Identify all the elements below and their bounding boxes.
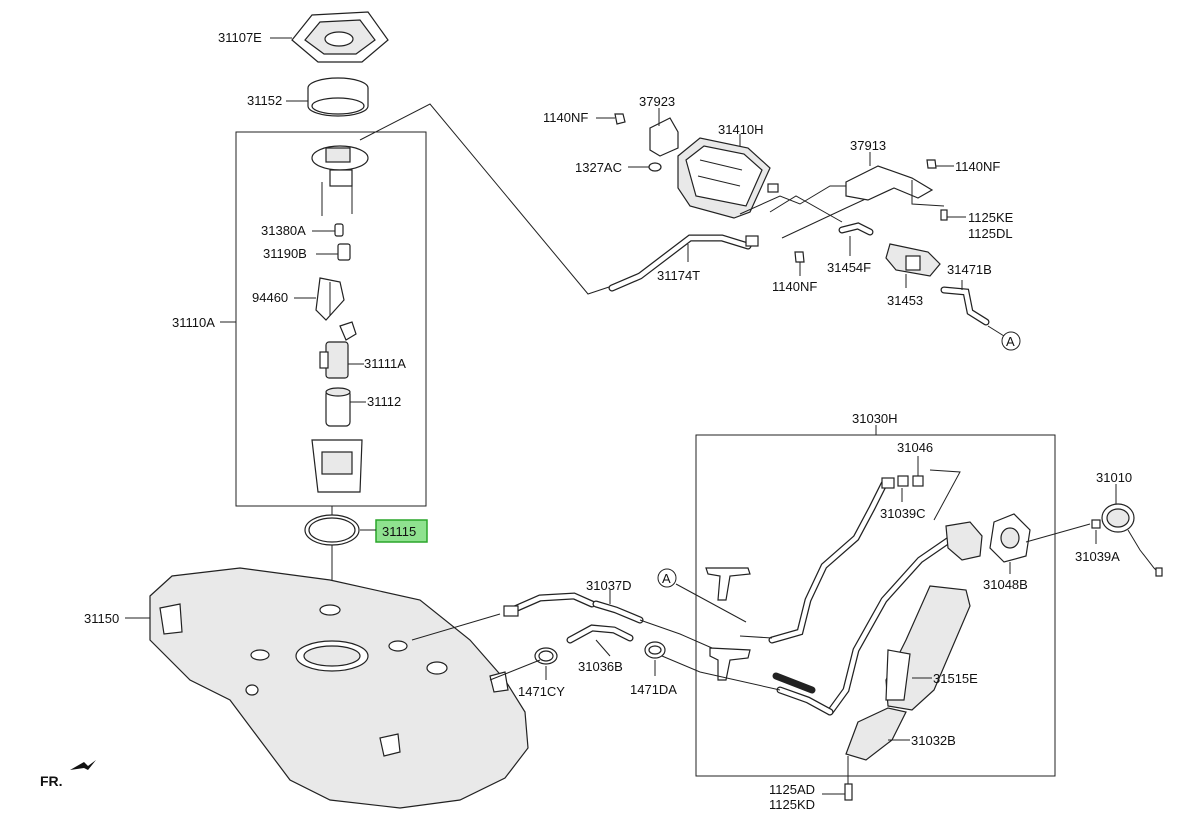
label-31046[interactable]: 31046	[897, 440, 933, 455]
tank-link-a	[411, 613, 501, 641]
part-31032B-bracket[interactable]	[845, 707, 907, 761]
part-hose-bracket-lower[interactable]	[709, 647, 751, 681]
part-31454F-hose[interactable]	[838, 222, 874, 236]
label-31453[interactable]: 31453	[887, 293, 923, 308]
callout-a-bottom-label: A	[662, 571, 671, 586]
callout-a-top-label: A	[1006, 334, 1015, 349]
part-reservoir-cup[interactable]	[311, 439, 363, 493]
label-31036B[interactable]: 31036B	[578, 659, 623, 674]
label-31454F[interactable]: 31454F	[827, 260, 871, 275]
label-31030H[interactable]: 31030H	[852, 411, 898, 426]
canister-link-a	[739, 185, 846, 215]
vapor-line-leader	[359, 103, 613, 295]
label-31152[interactable]: 31152	[247, 93, 282, 108]
label-31010[interactable]: 31010	[1096, 470, 1132, 485]
part-31039C-clip[interactable]	[897, 475, 909, 487]
hose-link-a	[639, 619, 713, 649]
label-1140NF-c[interactable]: 1140NF	[772, 279, 817, 294]
label-31515E[interactable]: 31515E	[933, 671, 978, 686]
part-94460-sensor[interactable]	[315, 277, 345, 321]
label-37913[interactable]: 37913	[850, 138, 886, 153]
callout-a-bottom[interactable]: A	[657, 568, 747, 623]
label-1125DL[interactable]: 1125DL	[968, 226, 1013, 241]
part-1125KE-bolt[interactable]	[940, 209, 948, 221]
label-31471B[interactable]: 31471B	[947, 262, 992, 277]
part-1140NF-bolt-a[interactable]	[614, 113, 626, 125]
label-31380A[interactable]: 31380A	[261, 223, 306, 238]
part-31046-cap[interactable]	[912, 475, 924, 487]
label-31039A[interactable]: 31039A	[1075, 549, 1120, 564]
label-31032B[interactable]: 31032B	[911, 733, 956, 748]
label-31112[interactable]: 31112	[367, 394, 401, 409]
part-31453-valve[interactable]	[885, 243, 941, 277]
dashed-31046	[929, 469, 961, 521]
label-31111A[interactable]: 31111A	[364, 356, 406, 371]
label-1125KE[interactable]: 1125KE	[968, 210, 1014, 225]
part-31174T-vapor-hose[interactable]	[608, 234, 759, 292]
part-31150-fuel-tank[interactable]	[149, 567, 529, 809]
part-1140NF-bolt-c[interactable]	[794, 251, 805, 263]
label-1125AD[interactable]: 1125AD	[769, 782, 815, 797]
part-1327AC-nut[interactable]	[648, 162, 662, 172]
label-31174T[interactable]: 31174T	[657, 268, 700, 283]
label-31048B[interactable]: 31048B	[983, 577, 1028, 592]
part-31410H-canister[interactable]	[677, 137, 779, 219]
label-31110A[interactable]: 31110A	[172, 315, 215, 330]
part-31039A-screw[interactable]	[1091, 519, 1101, 529]
part-31515E-shield[interactable]	[885, 585, 971, 711]
assembly-31110A-box	[235, 131, 427, 507]
part-31036B-hose[interactable]	[566, 624, 634, 644]
canister-link-c	[781, 195, 873, 239]
part-31380A-fitting[interactable]	[334, 223, 344, 237]
tank-link-b	[489, 659, 541, 681]
label-31107E[interactable]: 31107E	[218, 30, 262, 45]
label-31115[interactable]: 31115	[382, 524, 416, 539]
part-31115-gasket[interactable]	[304, 514, 360, 546]
label-31150[interactable]: 31150	[84, 611, 119, 626]
label-31410H[interactable]: 31410H	[718, 122, 764, 137]
part-1140NF-bolt-b[interactable]	[926, 159, 937, 169]
part-31037D-hose[interactable]	[503, 592, 644, 624]
label-1471CY[interactable]: 1471CY	[518, 684, 565, 699]
part-31112-filter[interactable]	[325, 387, 351, 427]
leader-31048B-cap	[1025, 523, 1091, 543]
part-31152-lock-ring[interactable]	[307, 77, 369, 117]
label-31190B[interactable]: 31190B	[263, 246, 307, 261]
highlight-31115	[375, 519, 428, 543]
part-1125AD-bolt[interactable]	[844, 783, 853, 801]
part-sender-flange[interactable]	[311, 145, 369, 216]
part-37923-bracket[interactable]	[649, 117, 679, 157]
canister-link-b	[769, 195, 843, 223]
label-1140NF-b[interactable]: 1140NF	[955, 159, 1000, 174]
label-31039C[interactable]: 31039C	[880, 506, 926, 521]
part-31010-fuel-cap[interactable]	[1101, 503, 1163, 577]
hose-link-b	[661, 655, 781, 691]
label-1125KD[interactable]: 1125KD	[769, 797, 815, 812]
part-filler-neck[interactable]	[772, 521, 983, 716]
part-31107E-cover[interactable]	[291, 11, 389, 63]
part-37913-bracket[interactable]	[845, 165, 934, 201]
part-1471CY-clamp[interactable]	[534, 647, 558, 665]
part-hose-bracket-upper[interactable]	[705, 567, 751, 601]
part-31471B-hose[interactable]	[940, 286, 990, 326]
label-94460[interactable]: 94460	[252, 290, 288, 305]
part-1471DA-clamp[interactable]	[644, 641, 666, 659]
label-1140NF-a[interactable]: 1140NF	[543, 110, 588, 125]
part-31048B-bracket[interactable]	[989, 513, 1031, 563]
label-31037D[interactable]: 31037D	[586, 578, 632, 593]
label-1327AC[interactable]: 1327AC	[575, 160, 622, 175]
fr-label: FR.	[40, 773, 63, 789]
part-vent-hose[interactable]	[768, 477, 895, 644]
front-direction-arrow	[70, 760, 96, 770]
part-31190B-filter[interactable]	[337, 243, 351, 261]
part-31111A-pump[interactable]	[319, 321, 357, 379]
leader-1125KE	[911, 180, 945, 207]
label-1471DA[interactable]: 1471DA	[630, 682, 677, 697]
label-37923[interactable]: 37923	[639, 94, 675, 109]
callout-a-top[interactable]: A	[987, 325, 1021, 351]
